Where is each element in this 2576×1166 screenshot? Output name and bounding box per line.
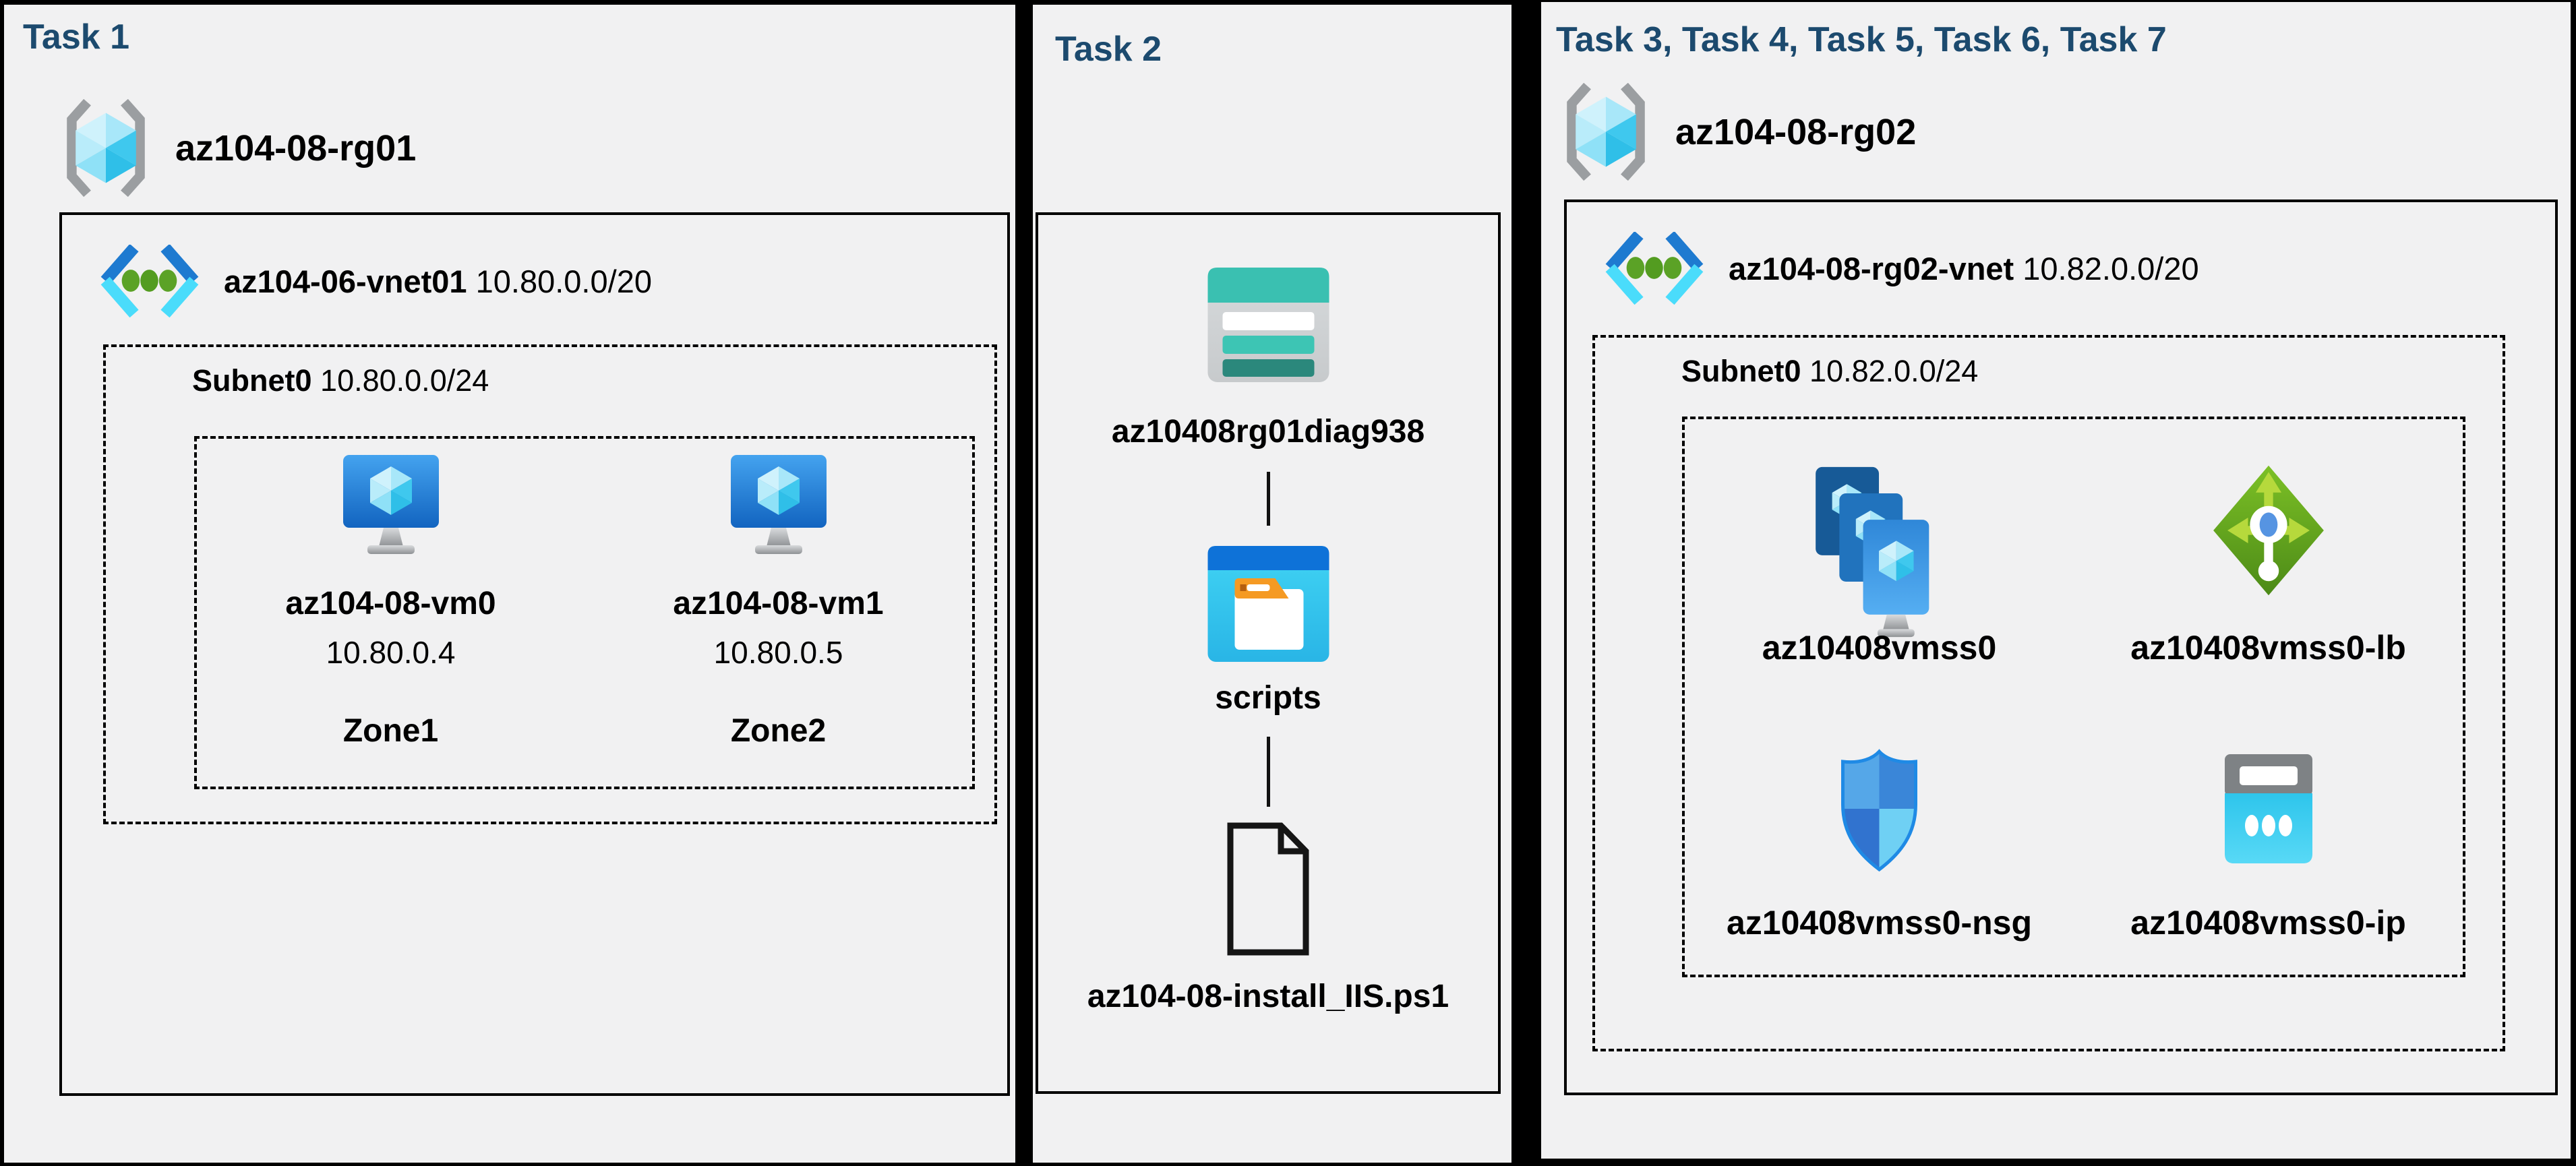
panel-task2: Task 2 az10408rg01diag938 scripts az104-… [1033, 5, 1511, 1163]
panel2-chain-box: az10408rg01diag938 scripts az104-08-inst… [1036, 212, 1501, 1094]
subnet-cidr: 10.80.0.0/24 [320, 363, 489, 398]
resource-group-name: az104-08-rg01 [175, 127, 417, 168]
vm-zone: Zone2 [730, 713, 827, 749]
subnet-name: Subnet0 [1681, 354, 1801, 388]
panel1-subnet-box: Subnet0 10.80.0.0/24 az104-08-vm0 10.80.… [103, 344, 997, 824]
icon-wrap [1685, 463, 2074, 628]
resource-entry: az10408vmss0-ip [2074, 716, 2463, 975]
public-ip-icon [2224, 754, 2312, 863]
panel1-title: Task 1 [23, 18, 130, 57]
resource-entry: az10408vmss0 [1685, 419, 2074, 716]
vm-zone: Zone1 [342, 713, 439, 749]
subnet-cidr: 10.82.0.0/24 [1809, 354, 1979, 388]
vm-name: az104-08-vm1 [673, 586, 884, 621]
panel3-resource-group: az104-08-rg02 [1562, 83, 1916, 181]
vm-scale-set-icon [1809, 463, 1950, 640]
subnet-title: Subnet0 10.80.0.0/24 [192, 363, 489, 398]
load-balancer-icon [2213, 465, 2324, 596]
icon-wrap [2074, 743, 2463, 874]
script-file-name: az104-08-install_IIS.ps1 [1087, 979, 1449, 1014]
panel3-vnet-header: az104-08-rg02-vnet 10.82.0.0/20 [1605, 232, 2199, 305]
storage-account-icon [1207, 268, 1329, 382]
panel2-title: Task 2 [1055, 30, 1162, 69]
resource-name: az10408vmss0-lb [2130, 629, 2406, 667]
resource-entry: az10408vmss0-lb [2074, 419, 2463, 716]
icon-wrap [2074, 463, 2463, 628]
vnet-name: az104-06-vnet01 [224, 263, 467, 299]
vnet-cidr: 10.80.0.0/20 [475, 263, 652, 299]
vm-ip: 10.80.0.4 [326, 635, 456, 670]
vnet-cidr: 10.82.0.0/20 [2023, 250, 2199, 286]
panel-task1: Task 1 az104-08-rg01 az104-06-vnet01 10.… [4, 5, 1015, 1163]
vm-entry: az104-08-vm0 10.80.0.4 Zone1 [197, 439, 585, 787]
subnet-title: Subnet0 10.82.0.0/24 [1681, 354, 1978, 389]
vnet-title: az104-06-vnet01 10.80.0.0/20 [224, 263, 652, 300]
panel3-subnet-box: Subnet0 10.82.0.0/24 az10408vmss0 [1592, 335, 2505, 1051]
file-icon [1224, 822, 1313, 956]
vm-ip: 10.80.0.5 [713, 635, 843, 670]
panel3-vnet-box: az104-08-rg02-vnet 10.82.0.0/20 Subnet0 … [1564, 200, 2558, 1095]
subnet-name: Subnet0 [192, 363, 312, 398]
resource-group-icon [1562, 83, 1650, 181]
resource-group-name: az104-08-rg02 [1675, 111, 1917, 152]
panel3-resource-grid: az10408vmss0 az10408vmss0-lb az10408vmss… [1682, 417, 2465, 977]
resource-name: az10408vmss0 [1762, 629, 1997, 667]
resource-entry: az10408vmss0-nsg [1685, 716, 2074, 975]
panel1-vnet-box: az104-06-vnet01 10.80.0.0/20 Subnet0 10.… [59, 212, 1010, 1096]
virtual-network-icon [100, 245, 200, 317]
panel1-vm-box: az104-08-vm0 10.80.0.4 Zone1 az104-08-vm… [194, 436, 975, 789]
vm-name: az104-08-vm0 [285, 586, 496, 621]
icon-wrap [1685, 743, 2074, 874]
panel1-vnet-header: az104-06-vnet01 10.80.0.0/20 [100, 245, 652, 317]
container-name: scripts [1215, 680, 1321, 716]
connector-line [1266, 737, 1270, 807]
vnet-title: az104-08-rg02-vnet 10.82.0.0/20 [1729, 250, 2199, 287]
panel3-title: Task 3, Task 4, Task 5, Task 6, Task 7 [1556, 20, 2167, 59]
panel-task3-7: Task 3, Task 4, Task 5, Task 6, Task 7 a… [1541, 2, 2571, 1159]
vm-entry: az104-08-vm1 10.80.0.5 Zone2 [585, 439, 972, 787]
virtual-machine-icon [340, 454, 442, 561]
resource-group-icon [62, 99, 150, 197]
vnet-name: az104-08-rg02-vnet [1729, 250, 2014, 286]
blob-container-icon [1207, 546, 1329, 662]
virtual-network-icon [1605, 232, 1704, 305]
connector-line [1266, 472, 1270, 526]
storage-account-name: az10408rg01diag938 [1111, 414, 1425, 450]
panel1-resource-group: az104-08-rg01 [62, 99, 416, 197]
resource-name: az10408vmss0-ip [2130, 904, 2406, 942]
network-security-group-icon [1834, 748, 1925, 873]
resource-name: az10408vmss0-nsg [1726, 904, 2033, 942]
virtual-machine-icon [728, 454, 829, 561]
